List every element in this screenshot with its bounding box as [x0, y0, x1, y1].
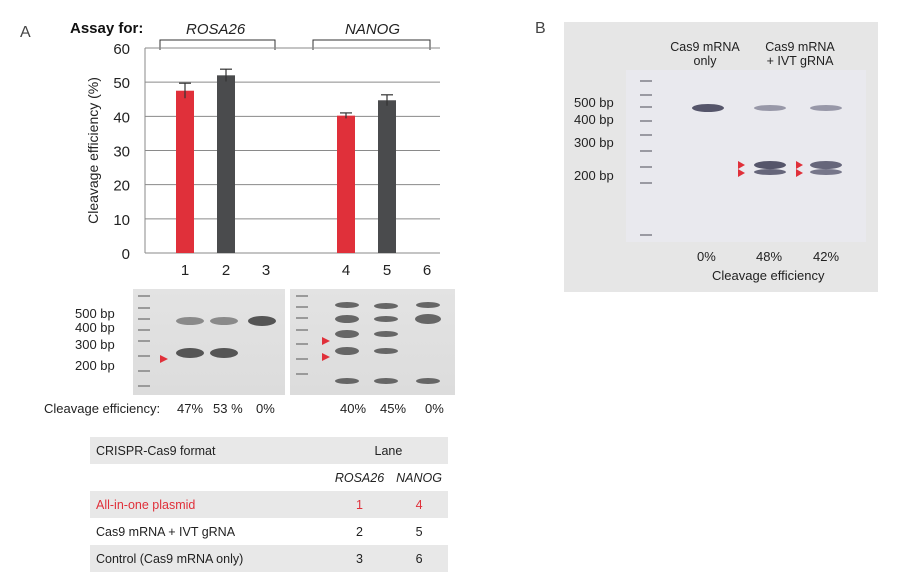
gel-images-a [133, 289, 455, 395]
group1-label: ROSA26 [186, 21, 246, 38]
bar [337, 115, 355, 254]
gel-b-marker-300: 300 bp [574, 135, 614, 150]
table-row-label: Control (Cas9 mRNA only) [96, 551, 244, 566]
gel-b-footer: Cleavage efficiency [712, 268, 825, 283]
table-row-label: All-in-one plasmid [96, 497, 196, 512]
gel-a-eff-lane1: 47% [177, 401, 204, 416]
y-tick-label: 30 [113, 144, 130, 161]
table-cell: 3 [356, 551, 363, 566]
gel-a-eff-lane6: 0% [425, 401, 444, 416]
header-right-line1: Cas9 mRNA [765, 40, 835, 54]
x-tick-label: 1 [181, 262, 189, 279]
x-tick-label: 5 [383, 262, 391, 279]
bar [217, 75, 235, 253]
table-row: Control (Cas9 mRNA only) 3 6 [90, 545, 448, 572]
table-header-lane: Lane [374, 443, 403, 458]
table-header-row: CRISPR-Cas9 format Lane [90, 437, 448, 464]
gel-b-eff-3: 42% [813, 249, 840, 264]
gel-b-marker-400: 400 bp [574, 112, 614, 127]
ladder-right [296, 295, 308, 375]
gel-b-marker-500: 500 bp [574, 95, 614, 110]
y-tick-label: 40 [113, 109, 130, 126]
y-axis-label: Cleavage efficiency (%) [85, 77, 101, 224]
gel-a-marker-500: 500 bp [75, 306, 115, 321]
table-row: All-in-one plasmid 1 4 [90, 491, 448, 518]
bar [176, 90, 194, 253]
gel-a-eff-lane5: 45% [380, 401, 407, 416]
x-tick-label: 2 [222, 262, 230, 279]
bracket-rosa26 [159, 39, 276, 50]
arrow-b-4 [796, 169, 803, 177]
table-cell: 2 [356, 524, 363, 539]
group-brackets [159, 39, 431, 50]
gel-b-marker-200: 200 bp [574, 168, 614, 183]
y-tick-label: 10 [113, 212, 130, 229]
panel-b-header-right: Cas9 mRNA + IVT gRNA [745, 40, 855, 68]
panel-a-letter: A [20, 24, 31, 41]
gel-a-efficiency-label: Cleavage efficiency: [44, 401, 161, 416]
header-left-line1: Cas9 mRNA [670, 40, 740, 54]
table-subheader-row: ROSA26 NANOG [90, 464, 448, 491]
bracket-nanog [312, 39, 431, 50]
gel-a-eff-lane2: 53 % [213, 401, 243, 416]
gel-a-marker-300: 300 bp [75, 337, 115, 352]
table-cell: 5 [415, 524, 423, 539]
panel-b-header-left: Cas9 mRNA only [665, 40, 745, 68]
ladder-left [138, 295, 150, 387]
y-tick-label: 20 [113, 178, 130, 195]
y-tick-label: 50 [113, 75, 130, 92]
gel-a-marker-200: 200 bp [75, 358, 115, 373]
arrow-marker-left [160, 355, 168, 363]
arrow-b-2 [738, 169, 745, 177]
arrow-marker-right-2 [322, 353, 330, 361]
arrow-b-3 [796, 161, 803, 169]
gel-a-eff-lane4: 40% [340, 401, 367, 416]
group2-label: NANOG [345, 21, 401, 38]
y-tick-label: 60 [113, 41, 130, 58]
header-right-line2: + IVT gRNA [766, 54, 834, 68]
x-tick-label: 4 [342, 262, 350, 279]
table-cell: 4 [415, 497, 423, 512]
table-row: Cas9 mRNA + IVT gRNA 2 5 [90, 518, 448, 545]
x-tick-label: 6 [423, 262, 431, 279]
arrow-marker-right-1 [322, 337, 330, 345]
ladder-b [640, 80, 652, 236]
gel-a-eff-lane3: 0% [256, 401, 275, 416]
bar [378, 100, 396, 254]
table-col-rosa26: ROSA26 [334, 470, 385, 485]
y-tick-label: 0 [122, 246, 130, 263]
panel-b-letter: B [535, 20, 546, 37]
gel-b [626, 70, 866, 242]
table-cell: 1 [356, 497, 363, 512]
table-row-label: Cas9 mRNA + IVT gRNA [96, 524, 236, 539]
table-col-nanog: NANOG [396, 470, 442, 485]
gel-rosa26 [133, 289, 285, 395]
arrow-b-1 [738, 161, 745, 169]
table-header-format: CRISPR-Cas9 format [96, 443, 216, 458]
gel-left-lanes [176, 316, 276, 358]
gel-b-eff-1: 0% [697, 249, 716, 264]
gel-right-lanes [335, 302, 441, 384]
assay-label: Assay for: [70, 20, 144, 37]
panel-b-gel [626, 70, 866, 242]
gel-b-lanes [692, 104, 842, 175]
gel-b-eff-2: 48% [756, 249, 783, 264]
crispr-format-table: CRISPR-Cas9 format Lane ROSA26 NANOG All… [90, 437, 448, 572]
header-left-line2: only [693, 54, 717, 68]
gel-a-marker-400: 400 bp [75, 320, 115, 335]
x-tick-label: 3 [262, 262, 270, 279]
table-cell: 6 [415, 551, 423, 566]
